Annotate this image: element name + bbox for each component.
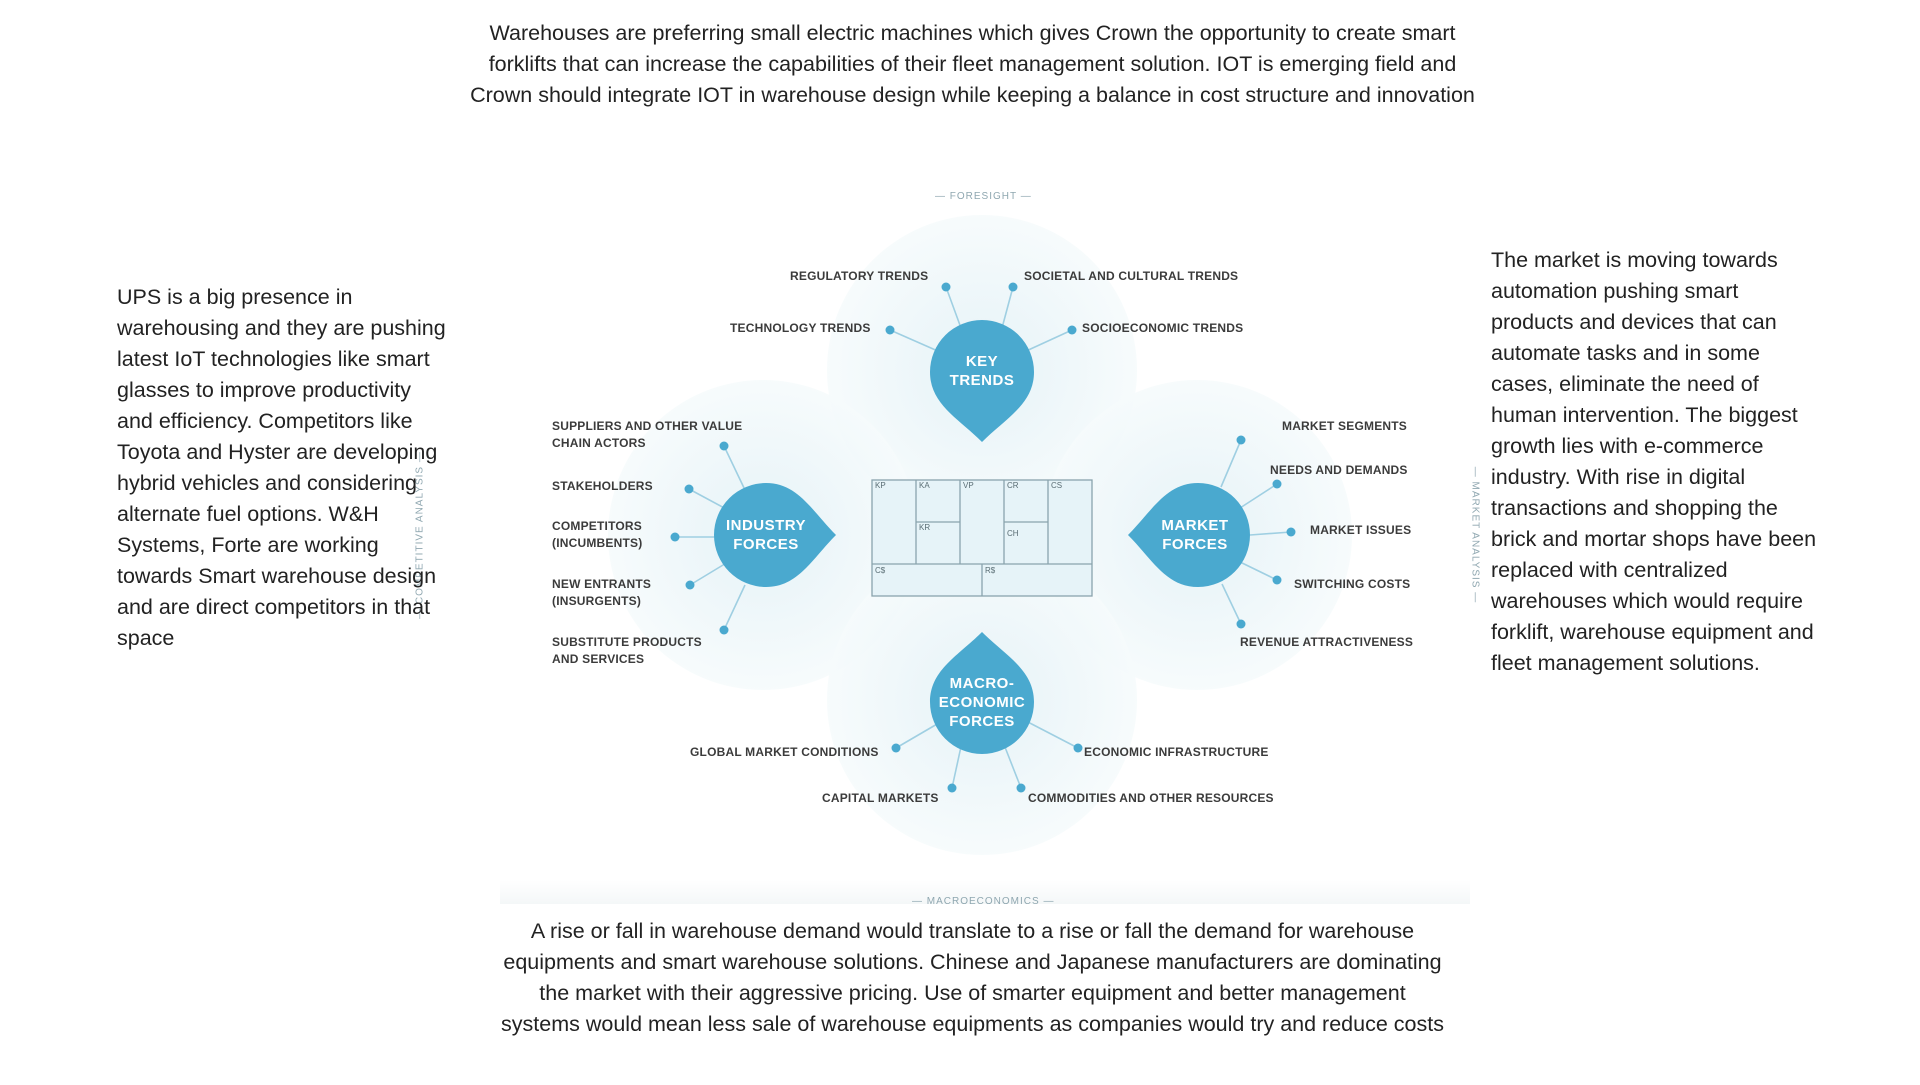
regulatory-trends-label: REGULATORY TRENDS xyxy=(790,269,929,283)
revenue-attractiveness-label: REVENUE ATTRACTIVENESS xyxy=(1240,635,1414,649)
connector-dots xyxy=(670,282,1296,793)
connector-lines xyxy=(675,286,1292,789)
market-analysis-label: — MARKET ANALYSIS — xyxy=(1469,466,1481,604)
canvas-cell-ch: CH xyxy=(1007,529,1019,538)
market-analysis-paragraph: The market is moving towards automation … xyxy=(1491,248,1817,675)
competitive-analysis-paragraph: UPS is a big presence in warehousing and… xyxy=(117,285,446,650)
technology-trends-label: TECHNOLOGY TRENDS xyxy=(730,321,871,335)
macroeconomics-label: — MACROECONOMICS — xyxy=(912,896,1055,907)
key-trends-hub-label: KEY TRENDS xyxy=(949,353,1015,389)
business-model-canvas xyxy=(871,479,1093,597)
canvas-cell-revenue: R$ xyxy=(985,566,996,575)
suppliers-label: SUPPLIERS AND OTHER VALUE CHAIN ACTORS xyxy=(552,419,743,450)
foresight-label: — FORESIGHT — xyxy=(935,191,1032,202)
canvas-cell-cost: C$ xyxy=(875,566,886,575)
socioeconomic-trends-label: SOCIOECONOMIC TRENDS xyxy=(1082,321,1244,335)
industry-forces-hub xyxy=(714,483,836,587)
societal-trends-label: SOCIETAL AND CULTURAL TRENDS xyxy=(1024,269,1239,283)
needs-demands-label: NEEDS AND DEMANDS xyxy=(1270,463,1408,477)
substitutes-label: SUBSTITUTE PRODUCTS AND SERVICES xyxy=(552,635,702,666)
key-trends-hub xyxy=(930,320,1034,442)
industry-forces-hub-label: INDUSTRY FORCES xyxy=(725,517,807,553)
foresight-summary-paragraph: Warehouses are preferring small electric… xyxy=(470,21,1475,107)
canvas-cell-cs: CS xyxy=(1051,481,1063,490)
market-segments-label: MARKET SEGMENTS xyxy=(1282,419,1408,433)
canvas-cell-kr: KR xyxy=(919,523,931,532)
canvas-cell-ka: KA xyxy=(919,481,930,490)
canvas-cell-vp: VP xyxy=(963,481,974,490)
market-forces-hub-label: MARKET FORCES xyxy=(1161,517,1229,553)
commodities-label: COMMODITIES AND OTHER RESOURCES xyxy=(1028,791,1274,805)
capital-markets-label: CAPITAL MARKETS xyxy=(822,791,939,805)
macro-forces-hub xyxy=(930,632,1034,754)
switching-costs-label: SWITCHING COSTS xyxy=(1294,577,1411,591)
canvas-cell-kp: KP xyxy=(875,481,886,490)
macroeconomics-band xyxy=(500,880,1470,904)
canvas-cell-cr: CR xyxy=(1007,481,1019,490)
market-issues-label: MARKET ISSUES xyxy=(1310,523,1412,537)
macroeconomics-paragraph: A rise or fall in warehouse demand would… xyxy=(501,919,1444,1036)
global-market-label: GLOBAL MARKET CONDITIONS xyxy=(690,745,879,759)
stakeholders-label: STAKEHOLDERS xyxy=(552,479,653,493)
macro-forces-hub-label: MACRO-ECONOMIC FORCES xyxy=(938,675,1026,730)
market-forces-hub xyxy=(1128,483,1250,587)
competitors-label: COMPETITORS (INCUMBENTS) xyxy=(552,519,643,550)
economic-infrastructure-label: ECONOMIC INFRASTRUCTURE xyxy=(1084,745,1269,759)
new-entrants-label: NEW ENTRANTS (INSURGENTS) xyxy=(552,577,652,608)
